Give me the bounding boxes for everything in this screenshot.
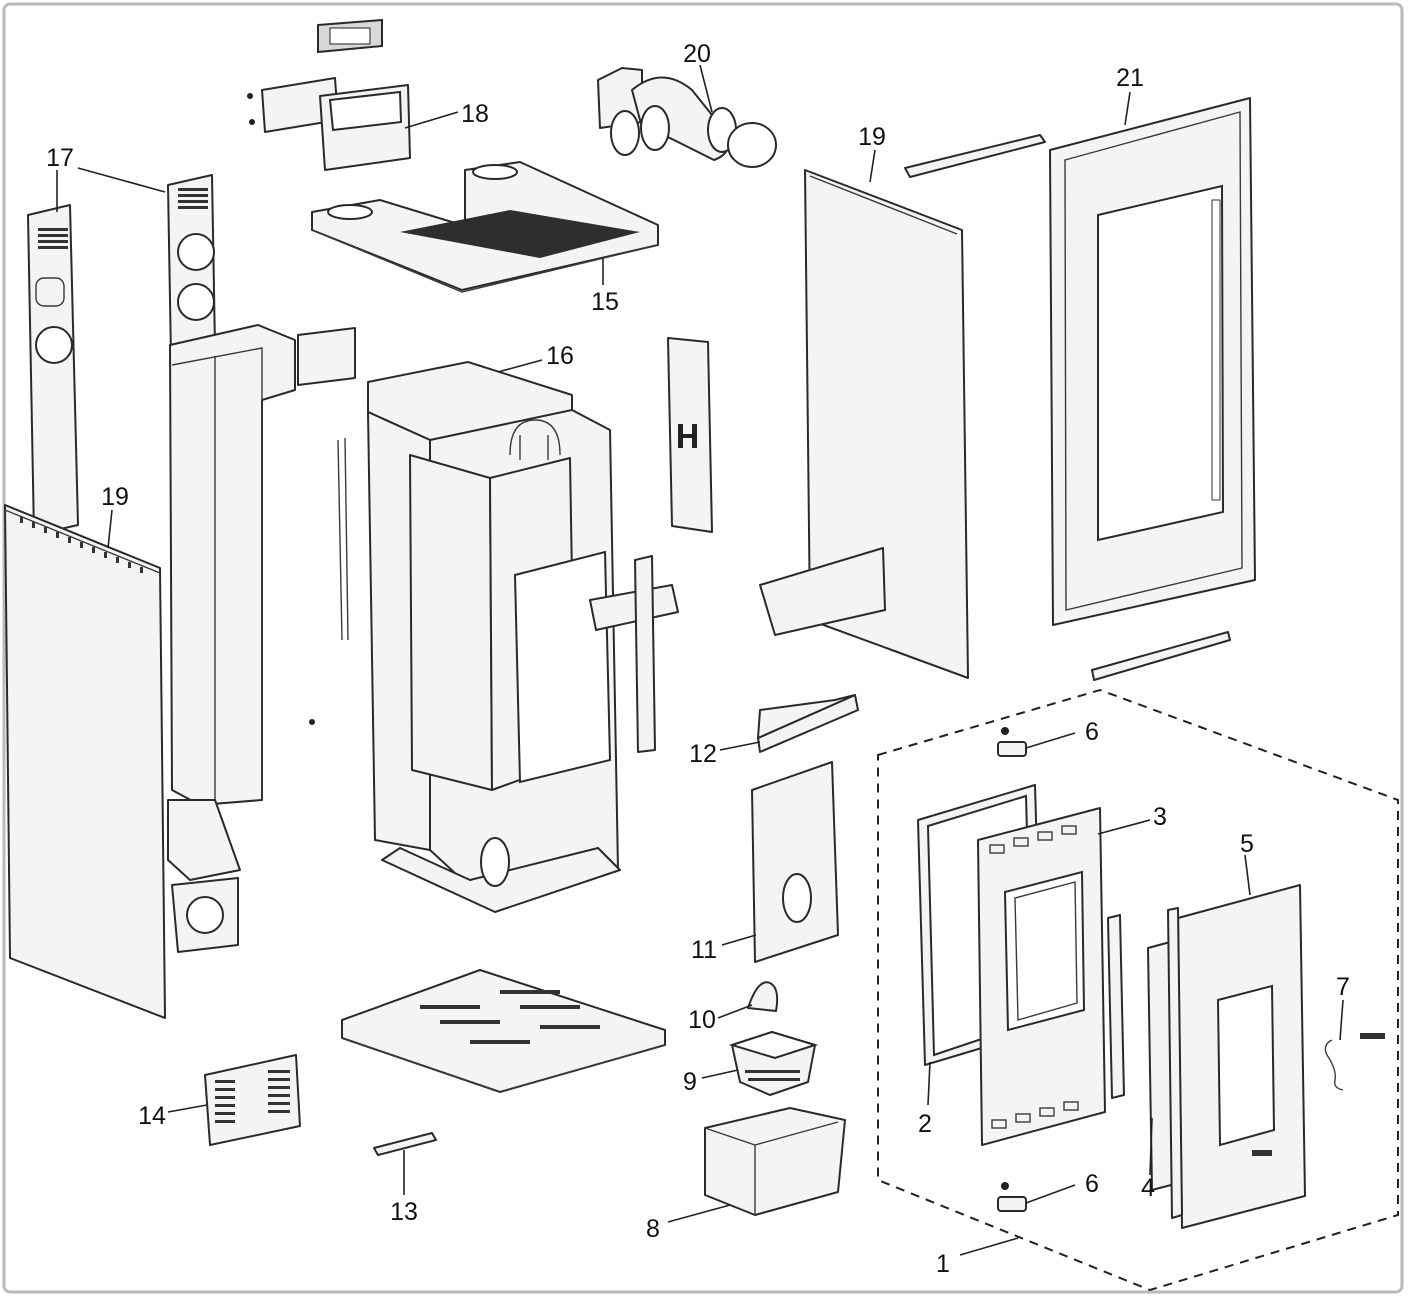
callout-9: 9 xyxy=(683,1068,697,1096)
callout-15: 15 xyxy=(591,288,619,316)
part-7-door-handle xyxy=(1324,1033,1385,1091)
callout-6-bottom: 6 xyxy=(1085,1170,1099,1198)
part-16-main-body xyxy=(309,361,679,913)
callout-19-right: 19 xyxy=(858,123,886,151)
callout-10: 10 xyxy=(688,1006,716,1034)
callout-5: 5 xyxy=(1240,830,1254,858)
callout-3: 3 xyxy=(1153,803,1167,831)
part-18-control-panel xyxy=(247,18,411,171)
part-6-hinge-bottom xyxy=(997,1182,1027,1212)
part-10-clip xyxy=(747,981,779,1012)
callout-17: 17 xyxy=(46,144,74,172)
part-12-deflector xyxy=(757,694,859,753)
part-20-flue-pipes xyxy=(597,67,777,168)
callout-4: 4 xyxy=(1141,1174,1155,1202)
part-19-left-side-panel xyxy=(4,504,166,1019)
part-14-grille-plate xyxy=(204,1054,301,1146)
callout-20: 20 xyxy=(683,40,711,68)
part-15-top-cover xyxy=(311,161,659,293)
part-3-inner-door xyxy=(977,807,1125,1146)
part-9-burn-pot xyxy=(728,1030,819,1096)
callout-labels: 1 2 3 4 5 6 6 7 8 9 10 11 12 13 14 15 16… xyxy=(46,40,1350,1278)
callout-7: 7 xyxy=(1336,973,1350,1001)
part-8-ash-drawer xyxy=(704,1107,846,1216)
part-19-right-side-panel xyxy=(759,134,1046,679)
callout-19-left: 19 xyxy=(101,483,129,511)
part-21-front-frame xyxy=(1049,97,1256,681)
callout-11: 11 xyxy=(691,936,717,964)
part-11-back-plate xyxy=(751,761,839,963)
flue-duct-column xyxy=(167,324,356,953)
callout-2: 2 xyxy=(918,1110,932,1138)
callout-18: 18 xyxy=(461,100,489,128)
part-6-hinge-top xyxy=(997,727,1027,757)
callout-13: 13 xyxy=(390,1198,418,1226)
callout-21: 21 xyxy=(1116,64,1144,92)
callout-8: 8 xyxy=(646,1215,660,1243)
callout-1: 1 xyxy=(936,1250,950,1278)
callout-6-top: 6 xyxy=(1085,718,1099,746)
part-13-scraper-tool xyxy=(373,1132,437,1156)
base-tray xyxy=(341,969,666,1093)
part-1-door-assembly-outline xyxy=(877,688,1399,1292)
vertical-bracket xyxy=(667,337,713,533)
part-5-outer-door xyxy=(1167,884,1306,1229)
callout-16: 16 xyxy=(546,342,574,370)
callout-14: 14 xyxy=(138,1102,166,1130)
leader-lines xyxy=(56,64,1344,1256)
callout-12: 12 xyxy=(689,740,717,768)
